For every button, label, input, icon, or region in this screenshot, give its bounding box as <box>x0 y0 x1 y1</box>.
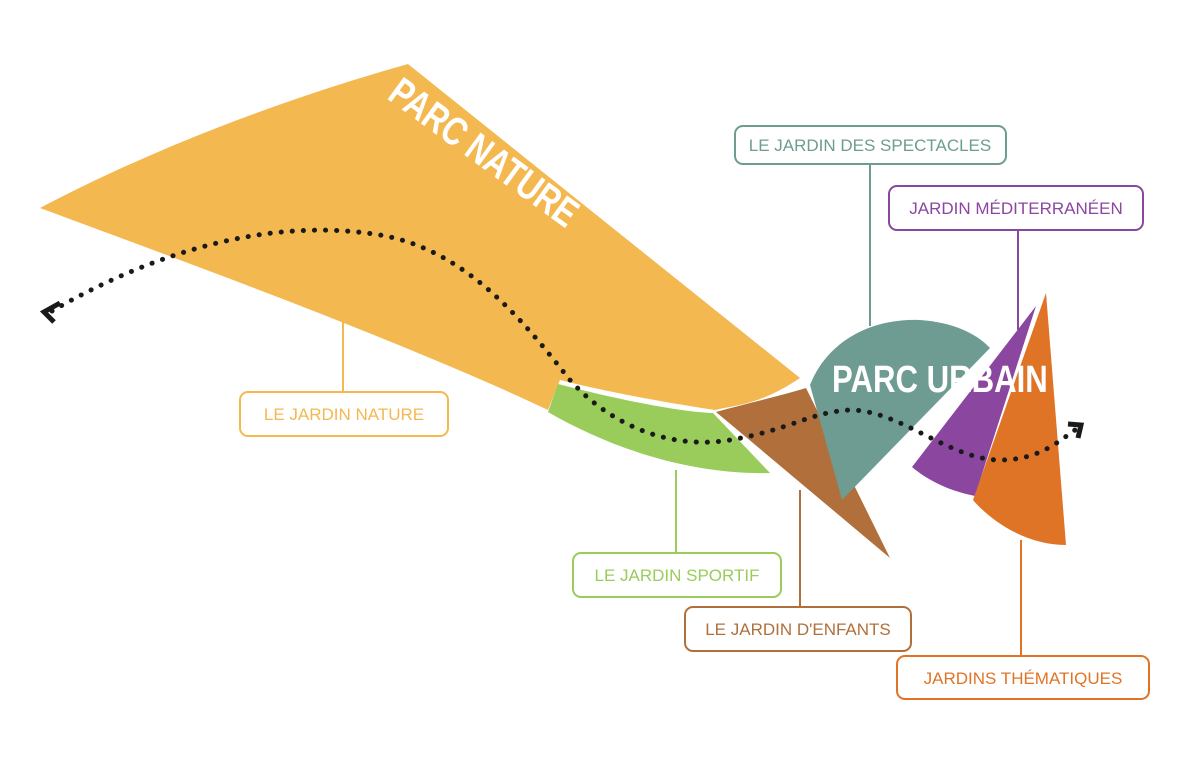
path-arrow-left-icon <box>39 300 62 324</box>
parc-nature-shape <box>40 64 800 410</box>
callout-jardins-thematiques: JARDINS THÉMATIQUES <box>896 655 1150 700</box>
label-jardin-spectacles: LE JARDIN DES SPECTACLES <box>749 136 991 155</box>
jardin-mediterraneen-shape <box>912 306 1036 496</box>
callout-jardin-sportif: LE JARDIN SPORTIF <box>572 552 782 598</box>
jardin-enfants-shape <box>716 388 890 558</box>
jardin-spectacles-shape <box>810 319 990 500</box>
label-jardin-sportif: LE JARDIN SPORTIF <box>595 566 760 585</box>
jardins-thematiques-shape <box>973 293 1066 545</box>
label-jardin-nature: LE JARDIN NATURE <box>264 405 424 424</box>
label-jardin-mediterraneen: JARDIN MÉDITERRANÉEN <box>909 199 1122 218</box>
callout-jardin-enfants: LE JARDIN D'ENFANTS <box>684 606 912 652</box>
callout-jardin-mediterraneen: JARDIN MÉDITERRANÉEN <box>888 185 1144 231</box>
parc-urbain-title: PARC URBAIN <box>832 359 1048 401</box>
jardin-sportif-shape <box>548 384 770 474</box>
label-jardin-enfants: LE JARDIN D'ENFANTS <box>705 620 891 639</box>
path-arrow-right-icon <box>1067 421 1085 439</box>
label-jardins-thematiques: JARDINS THÉMATIQUES <box>924 669 1123 688</box>
callout-jardin-spectacles: LE JARDIN DES SPECTACLES <box>734 125 1007 165</box>
callout-jardin-nature: LE JARDIN NATURE <box>239 391 449 437</box>
